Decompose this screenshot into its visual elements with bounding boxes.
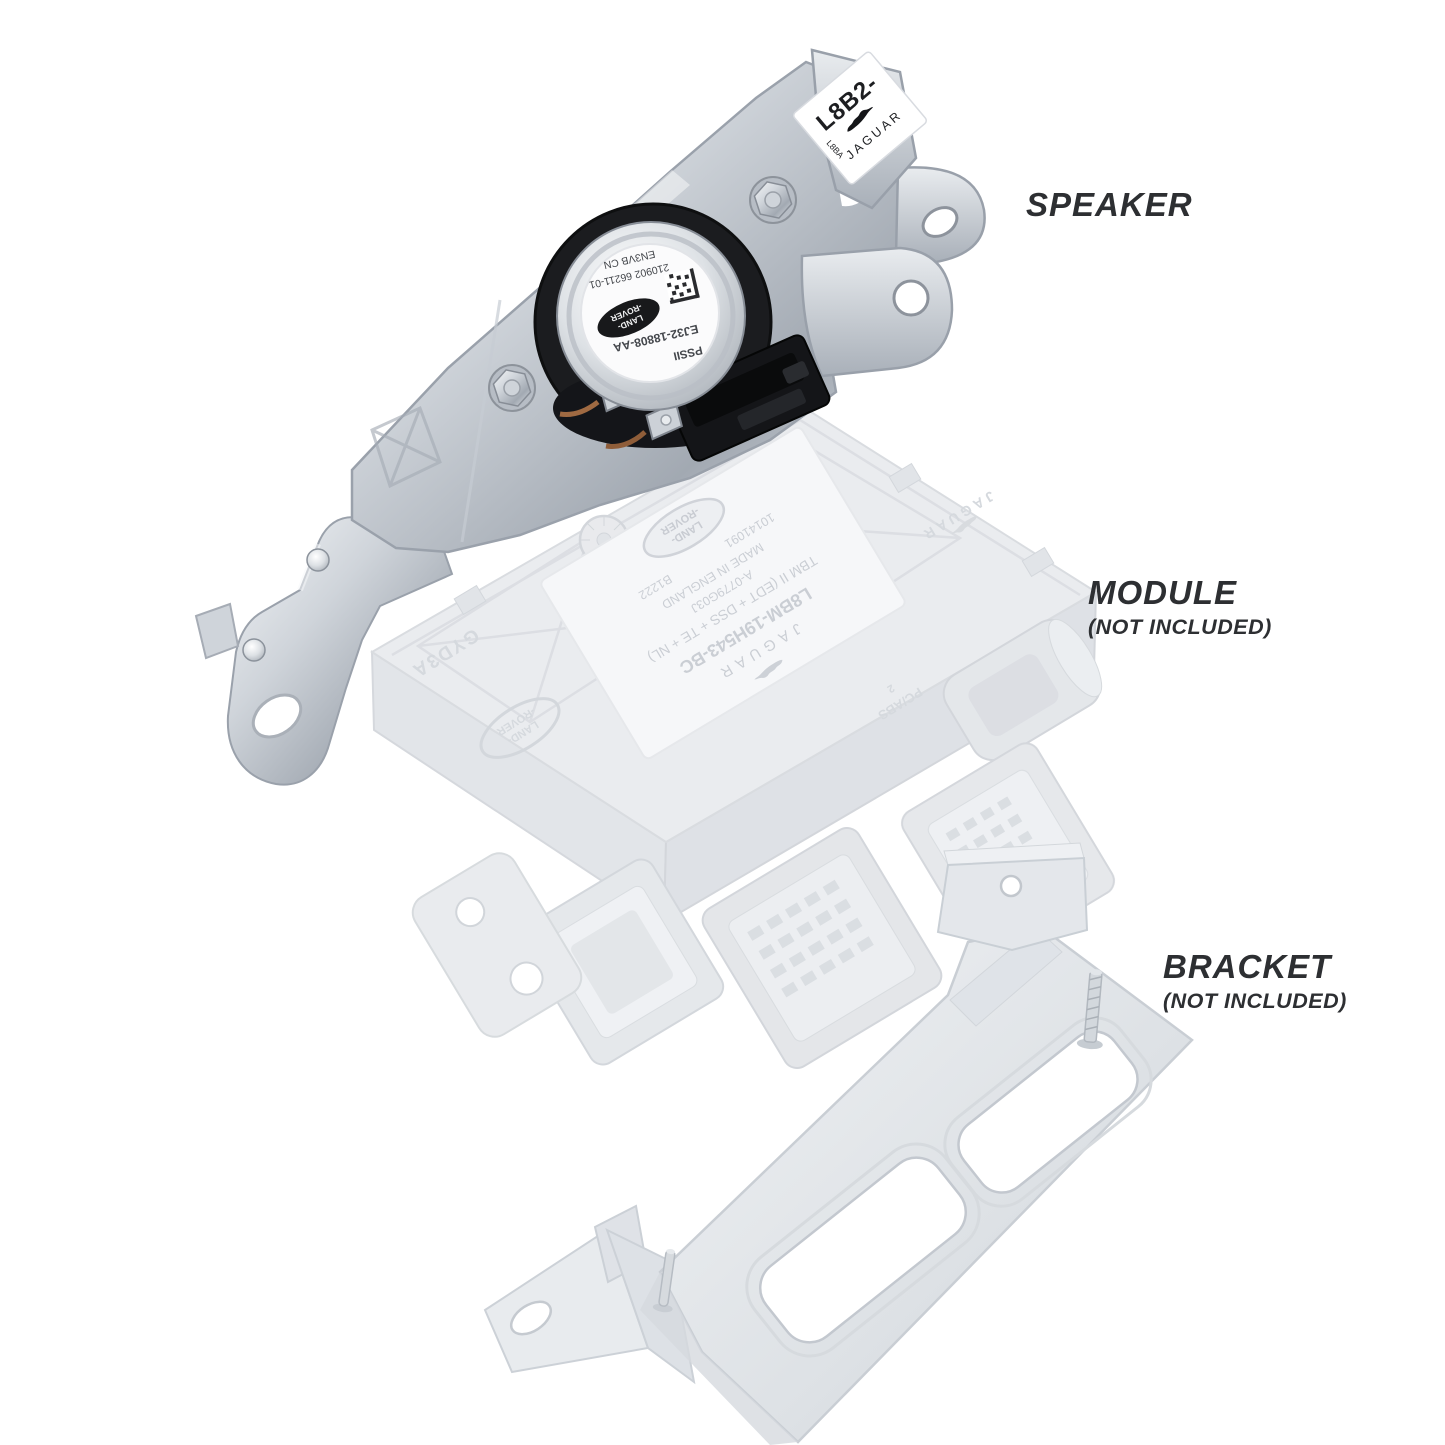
plate-right-tab-lower [800, 246, 954, 378]
module-mount-hole [455, 897, 486, 928]
hex-bolt [749, 176, 797, 224]
bracket-pin-stud [652, 1248, 676, 1313]
speaker-wire [605, 430, 647, 449]
speaker-annotation: SPEAKER [1026, 188, 1193, 221]
module-annotation-note: (NOT INCLUDED) [1088, 615, 1272, 639]
data-matrix-code [663, 268, 700, 305]
speaker-bracket-foot-hole [251, 693, 303, 739]
speaker-wire [559, 399, 600, 417]
module-clips [453, 462, 1055, 616]
module-annotation-label: MODULE [1088, 574, 1237, 611]
plate-x-stamp [370, 405, 442, 489]
bracket-stud-screw [1076, 969, 1103, 1050]
bracket-bottom-flange [640, 1272, 798, 1445]
bracket-annotation-label: BRACKET [1163, 948, 1332, 985]
bracket-annotation-note: (NOT INCLUDED) [1163, 989, 1347, 1013]
module-connector-right [942, 618, 1103, 762]
hex-bolt [488, 364, 536, 412]
module-connector-b [701, 826, 943, 1070]
bracket-slot-lower [745, 1142, 981, 1358]
bracket-foot-slot-hole [509, 1300, 553, 1336]
bracket-annotation: BRACKET (NOT INCLUDED) [1163, 950, 1347, 1013]
arm-dome-stud [306, 548, 330, 572]
arm-dome-stud [242, 638, 266, 662]
bracket-top-tab [936, 856, 1089, 952]
speaker-annotation-label: SPEAKER [1026, 186, 1193, 223]
jaguar-leaper-icon [847, 106, 874, 132]
module-mount-ear [411, 852, 583, 1038]
speaker-bracket-arm-tab [194, 602, 240, 660]
plate-tab-hole-upper [921, 206, 959, 238]
jaguar-leaper-icon [754, 659, 783, 680]
speaker-connector [665, 334, 831, 462]
bracket-tab-hole [999, 874, 1023, 898]
plate-tab-hole-lower [892, 279, 930, 317]
module-connector-a [519, 858, 725, 1066]
bracket-part [483, 842, 1194, 1445]
module-mount-hole [509, 961, 544, 996]
plate-fold-line [460, 299, 502, 543]
jaguar-leaper-icon [951, 516, 977, 534]
speaker-unit: PSSII EJ32-18808-AA LAND- -ROVER [533, 202, 831, 462]
module-label: JAGUAR L8BM-19H543-BC TBM II (EDT + DSS … [540, 426, 906, 760]
land-rover-oval-logo: LAND- -ROVER [597, 298, 660, 338]
module-annotation: MODULE (NOT INCLUDED) [1088, 576, 1272, 639]
bracket-channel [949, 927, 1063, 1027]
speaker-cone-step [566, 231, 736, 401]
module-material-class: 2 [885, 681, 897, 694]
speaker-assembly-part: L8B2- JAGUAR L8BA [194, 48, 986, 786]
